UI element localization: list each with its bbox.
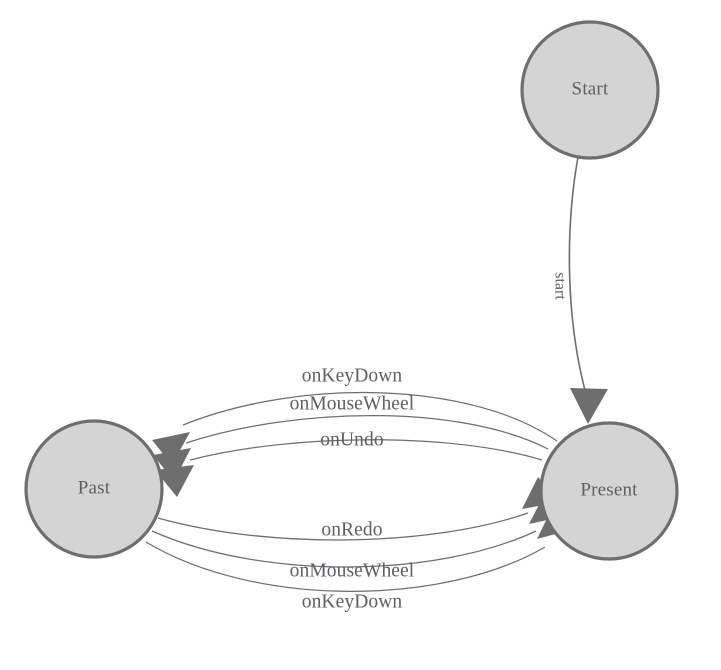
edge-present-to-past-onundo-arrowhead [155,465,194,497]
edge-present-to-past-onkeydown-arrowhead [152,432,190,465]
edge-past-to-present-onredo[interactable]: onRedo [157,477,560,541]
edge-start-to-present-line [568,156,587,395]
node-start[interactable]: Start [520,20,660,160]
edge-label-start: start [551,272,568,300]
node-present-label: Present [580,479,638,500]
edge-present-to-past-onmousewheel-arrowhead [153,448,191,481]
edge-label-past-present-onmousewheel: onMouseWheel [290,560,415,581]
node-past-label: Past [78,477,111,498]
edge-past-to-present-onkeydown-line [145,541,546,592]
edge-label-past-present-onredo: onRedo [321,519,382,540]
edge-present-to-past-onundo[interactable]: onUndo [155,429,543,497]
edge-past-to-present-onmousewheel-line [151,530,537,568]
edge-present-to-past-onmousewheel-line [185,415,549,450]
edge-start-to-present[interactable]: start [551,156,608,424]
edge-present-to-past-onkeydown[interactable]: onKeyDown [152,365,558,465]
edge-past-to-present-onredo-line [157,512,529,541]
edge-label-present-past-onmousewheel: onMouseWheel [290,393,415,414]
edge-present-to-past-onkeydown-line [182,392,558,442]
node-past[interactable]: Past [24,419,164,559]
node-past-circle[interactable] [24,419,164,559]
node-start-circle[interactable] [520,20,660,160]
edge-start-to-present-arrowhead [570,388,608,424]
edge-label-past-present-onkeydown: onKeyDown [302,591,403,612]
edge-present-to-past-onundo-line [189,439,543,461]
node-start-label: Start [572,78,609,99]
edge-label-present-past-onundo: onUndo [320,429,383,450]
node-present[interactable]: Present [539,421,679,561]
edge-label-present-past-onkeydown: onKeyDown [302,365,403,386]
edge-present-to-past-onmousewheel[interactable]: onMouseWheel [153,393,549,481]
node-present-circle[interactable] [539,421,679,561]
